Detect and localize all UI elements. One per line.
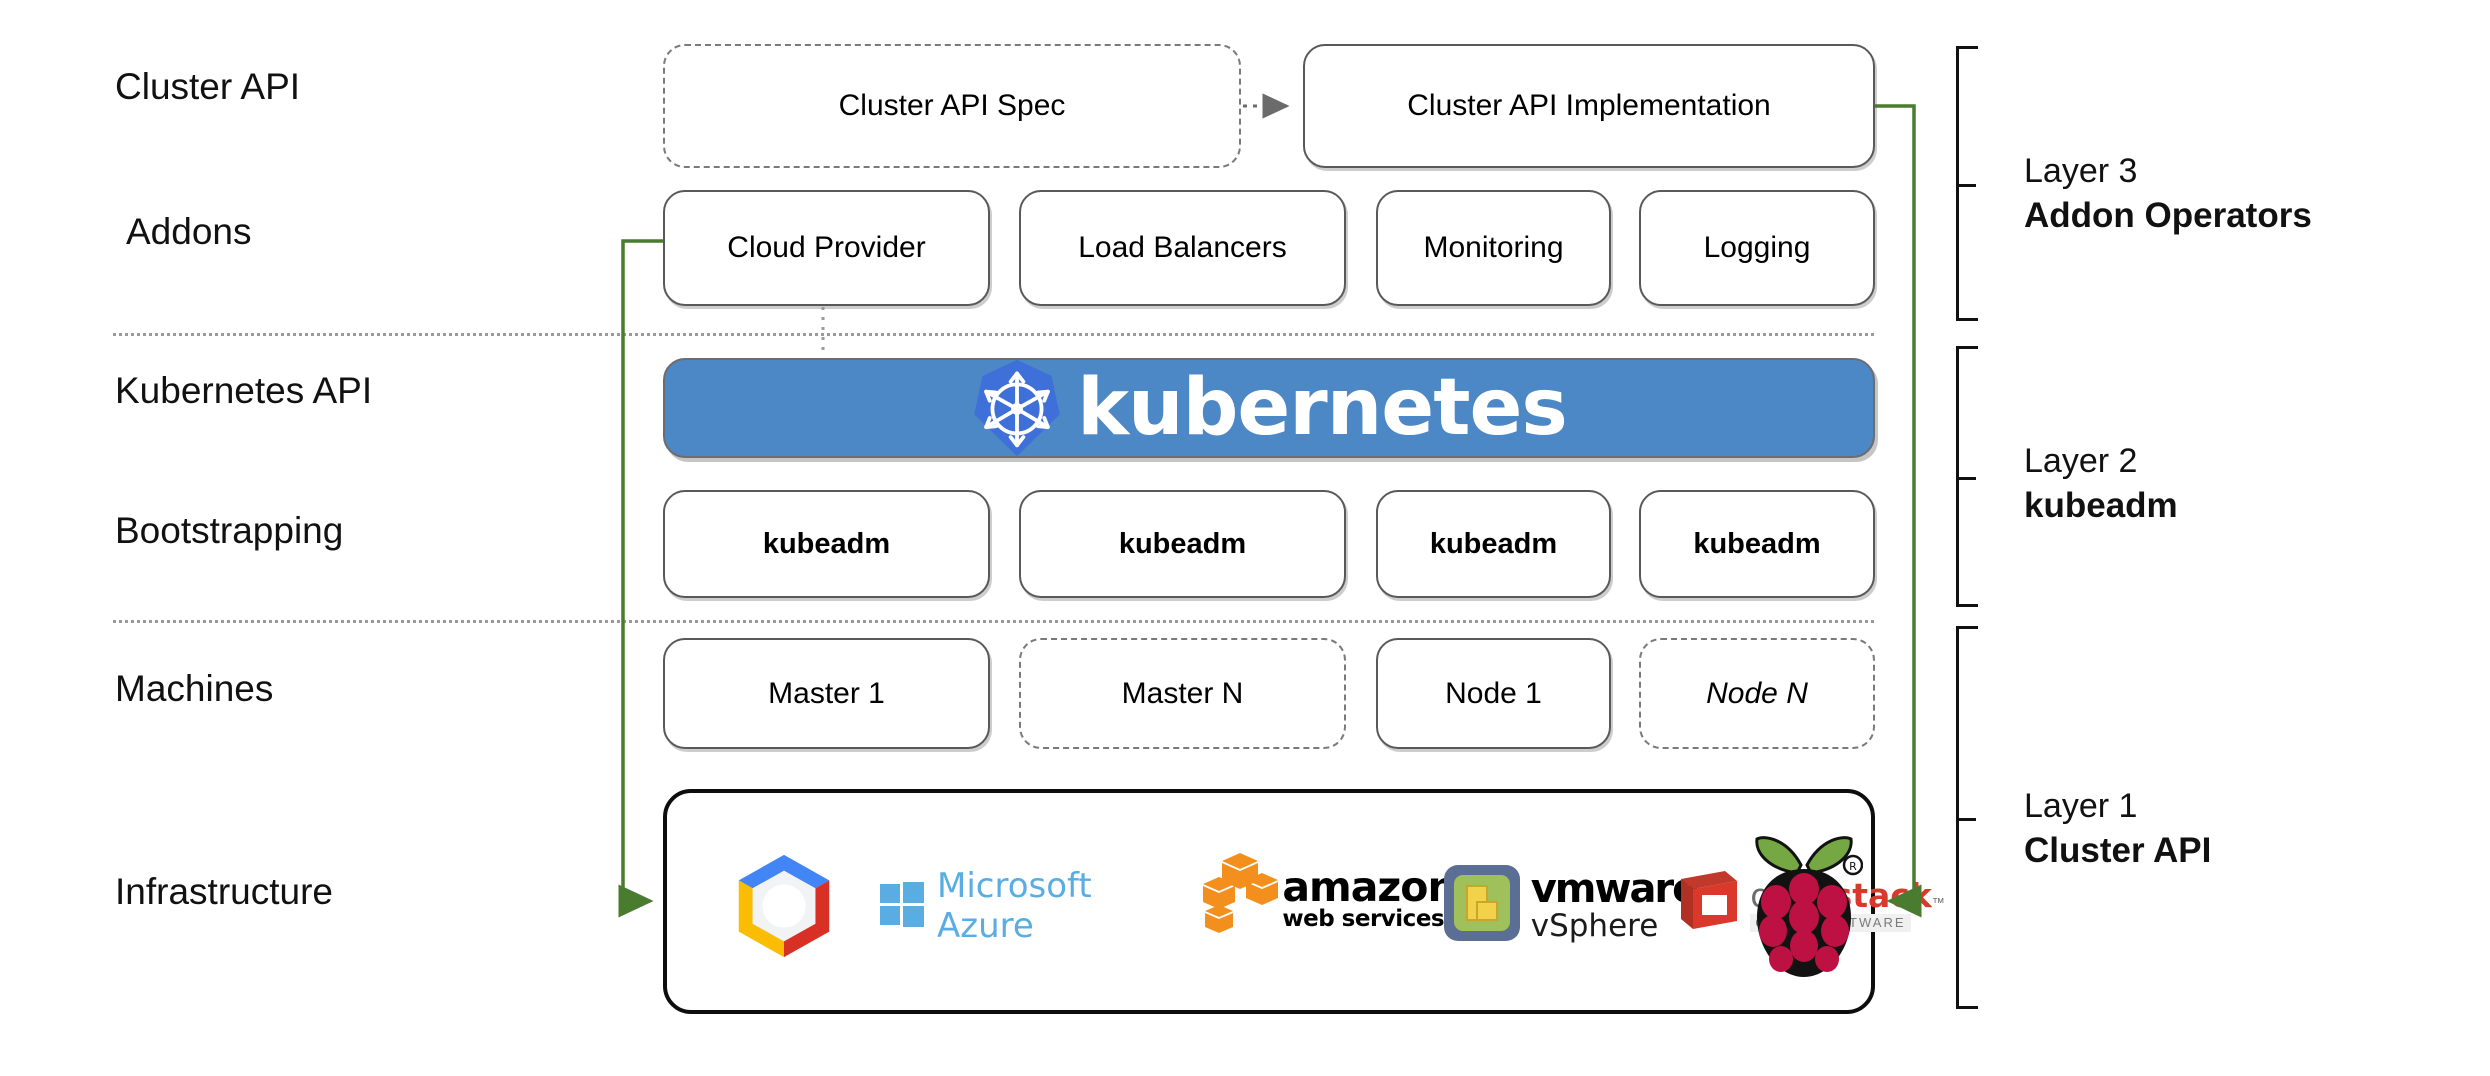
kubernetes-wordmark: kubernetes	[1077, 363, 1568, 453]
bootstrap-box-3[interactable]: kubeadm	[1376, 490, 1611, 598]
bootstrap-label: kubeadm	[762, 527, 891, 560]
layer-3-number: Layer 3	[2024, 152, 2138, 190]
layer-2-bracket	[1956, 346, 1978, 607]
addon-label: Load Balancers	[1078, 231, 1287, 264]
layer-2-number: Layer 2	[2024, 442, 2138, 480]
bootstrap-label: kubeadm	[1118, 527, 1247, 560]
machine-box-master-n[interactable]: Master N	[1019, 638, 1346, 749]
machine-label: Node 1	[1445, 676, 1542, 710]
cluster-api-spec-label: Cluster API Spec	[838, 89, 1066, 122]
layer-1-bracket	[1956, 626, 1978, 1009]
cluster-api-implementation-label: Cluster API Implementation	[1407, 89, 1771, 122]
row-label-cluster-api: Cluster API	[115, 66, 301, 107]
bootstrap-label: kubeadm	[1693, 527, 1821, 560]
aws-wordmark-bottom: web services	[1282, 906, 1445, 932]
machine-box-master-1[interactable]: Master 1	[663, 638, 990, 749]
addon-box-monitoring[interactable]: Monitoring	[1376, 190, 1611, 306]
layer-1-number: Layer 1	[2024, 787, 2138, 825]
aws-logo[interactable]: amazon web services	[1203, 845, 1457, 963]
row-label-bootstrapping: Bootstrapping	[115, 510, 344, 551]
layer-1-caption: Layer 1 Cluster API	[2024, 785, 2211, 873]
addon-box-load-balancers[interactable]: Load Balancers	[1019, 190, 1346, 306]
layer-2-name: kubeadm	[2024, 485, 2178, 525]
google-cloud-hexagon-icon[interactable]	[723, 845, 845, 967]
vsphere-wordmark: vSphere	[1530, 907, 1659, 944]
kubernetes-banner[interactable]: kubernetes	[663, 358, 1875, 458]
addon-box-cloud-provider[interactable]: Cloud Provider	[663, 190, 990, 306]
openstack-cube-icon	[1675, 867, 1741, 944]
microsoft-azure-logo[interactable]: Microsoft Azure	[879, 866, 1199, 946]
addon-label: Cloud Provider	[727, 231, 926, 264]
bootstrap-box-4[interactable]: kubeadm	[1639, 490, 1875, 598]
row-label-kubernetes-api: Kubernetes API	[115, 370, 373, 411]
machine-label: Master N	[1121, 676, 1244, 710]
layer-1-name: Cluster API	[2024, 830, 2212, 870]
cluster-api-spec-box[interactable]: Cluster API Spec	[663, 44, 1241, 168]
bootstrap-box-1[interactable]: kubeadm	[663, 490, 990, 598]
cluster-api-implementation-box[interactable]: Cluster API Implementation	[1303, 44, 1875, 168]
addon-label: Logging	[1703, 231, 1811, 264]
row-label-machines: Machines	[115, 668, 274, 709]
machine-label: Node N	[1706, 676, 1808, 710]
microsoft-windows-icon	[879, 881, 925, 932]
infrastructure-container[interactable]: Microsoft Azure amazon web services	[663, 789, 1945, 1014]
addon-label: Monitoring	[1423, 231, 1564, 264]
svg-text:R: R	[1849, 860, 1857, 873]
machine-label: Master 1	[768, 676, 885, 710]
machine-box-node-1[interactable]: Node 1	[1376, 638, 1611, 749]
bootstrap-box-2[interactable]: kubeadm	[1019, 490, 1346, 598]
layer-2-caption: Layer 2 kubeadm	[2024, 440, 2178, 528]
layer-3-caption: Layer 3 Addon Operators	[2024, 150, 2312, 238]
row-label-infrastructure: Infrastructure	[115, 871, 333, 912]
aws-wordmark-top: amazon	[1282, 863, 1456, 911]
row-label-addons: Addons	[126, 211, 252, 252]
bootstrap-label: kubeadm	[1429, 527, 1558, 560]
addon-box-logging[interactable]: Logging	[1639, 190, 1875, 306]
aws-cubes-icon	[1202, 851, 1280, 944]
layer-3-name: Addon Operators	[2024, 195, 2312, 235]
layer-3-bracket	[1956, 46, 1978, 321]
cloud-provider-to-infrastructure-arrow	[618, 239, 663, 918]
vmware-square-icon	[1443, 864, 1521, 947]
machine-box-node-n[interactable]: Node N	[1639, 638, 1875, 749]
kubernetes-helm-wheel-icon	[971, 358, 1063, 458]
layer-separator-lower	[113, 620, 1874, 623]
layer-separator-upper	[113, 333, 1874, 336]
microsoft-azure-wordmark: Microsoft Azure	[937, 866, 1092, 946]
raspberry-pi-icon[interactable]: R	[1739, 825, 1869, 985]
implementation-to-infrastructure-arrow	[1875, 104, 1922, 918]
